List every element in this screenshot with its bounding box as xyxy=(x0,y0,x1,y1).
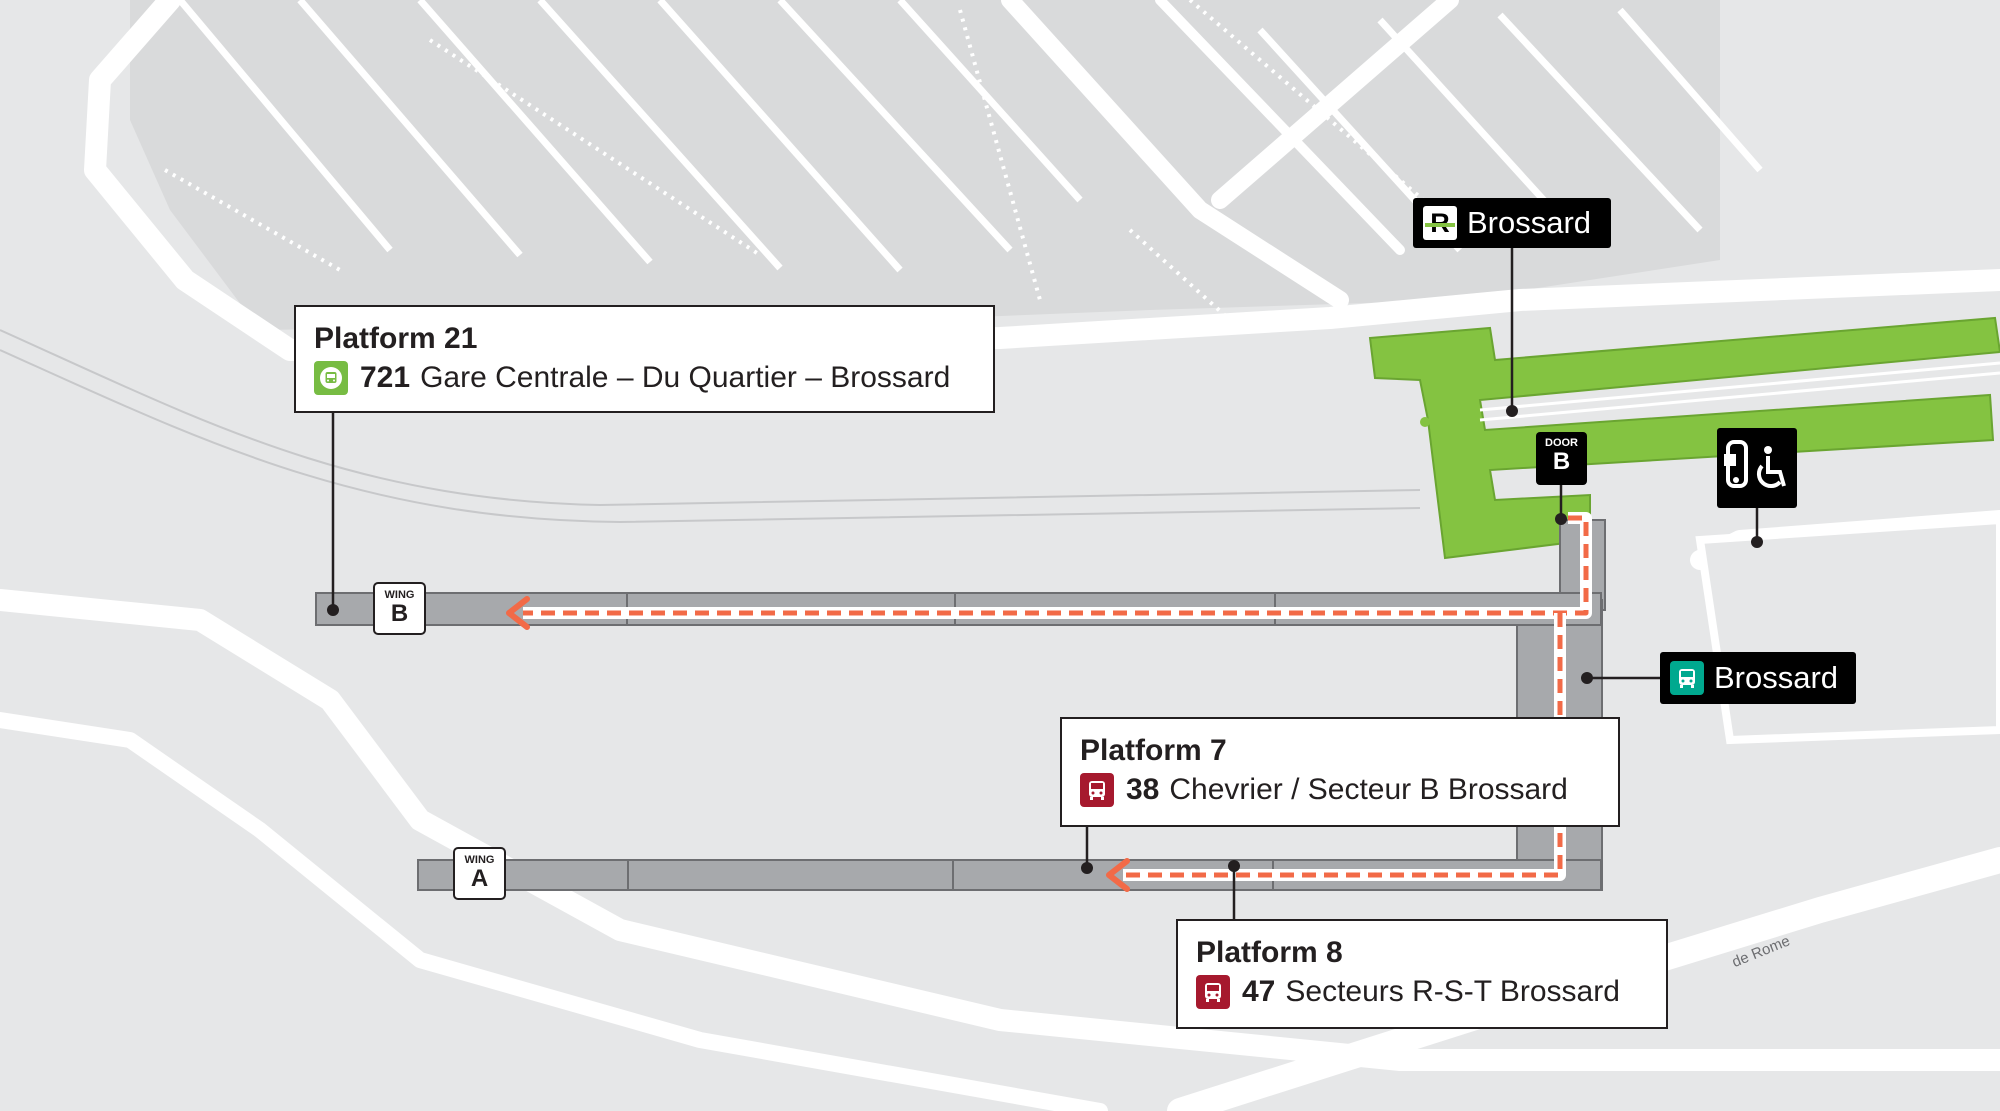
accessible-bus-icon xyxy=(1717,428,1797,508)
parking-stripes xyxy=(177,0,1763,273)
bus-terminal-icon xyxy=(1670,661,1704,695)
route-number: 38 xyxy=(1126,773,1160,806)
wing-a-marker: WING A xyxy=(453,847,506,900)
door-letter: B xyxy=(1552,448,1571,475)
rem-tracks xyxy=(1479,361,2000,422)
route-number: 721 xyxy=(360,361,411,394)
route-47: 47 Secteurs R-S-T Brossard xyxy=(1196,971,1648,1013)
platform-7-title: Platform 7 xyxy=(1080,734,1227,767)
route-721: 721 Gare Centrale – Du Quartier – Brossa… xyxy=(314,357,975,399)
bus-terminal-label: Brossard xyxy=(1714,660,1839,695)
wing-letter: B xyxy=(390,600,409,627)
route-name: Secteurs R-S-T Brossard xyxy=(1285,975,1620,1008)
bus-terminal-tag: Brossard xyxy=(1660,652,1856,704)
platform-8-callout: Platform 8 47 Secteurs R-S-T Brossard xyxy=(1176,919,1668,1029)
wing-letter: A xyxy=(470,865,489,892)
rem-logo-icon: R xyxy=(1423,206,1457,240)
rem-station-label: Brossard xyxy=(1467,205,1592,240)
platform-21-title: Platform 21 xyxy=(314,322,478,355)
platform-7-callout: Platform 7 38 Chevrier / Secteur B Bross… xyxy=(1060,717,1620,827)
leader-lines xyxy=(331,246,1759,920)
platform-8-title: Platform 8 xyxy=(1196,936,1343,969)
route-number: 47 xyxy=(1242,975,1276,1008)
leader-dots xyxy=(327,405,1763,874)
green-bus-icon xyxy=(314,361,348,395)
rail-lines xyxy=(0,329,1421,524)
rem-marker xyxy=(1420,417,1430,427)
wing-b-marker: WING B xyxy=(373,582,426,635)
parking-lot xyxy=(130,0,1720,330)
rem-station-tag: R Brossard xyxy=(1413,198,1611,248)
building-block xyxy=(1695,515,2000,745)
door-b-marker: DOOR B xyxy=(1536,432,1587,485)
route-name: Chevrier / Secteur B Brossard xyxy=(1169,773,1568,806)
red-bus-icon xyxy=(1080,773,1114,807)
walking-route xyxy=(523,512,1592,881)
wing-label: WING xyxy=(384,589,415,601)
rem-stripe xyxy=(1425,223,1455,227)
door-label: DOOR xyxy=(1545,437,1578,449)
route-arrows xyxy=(506,596,1130,892)
route-name: Gare Centrale – Du Quartier – Brossard xyxy=(420,361,951,394)
route-38: 38 Chevrier / Secteur B Brossard xyxy=(1080,769,1600,811)
wing-label: WING xyxy=(464,854,495,866)
red-bus-icon xyxy=(1196,975,1230,1009)
platform-21-callout: Platform 21 721 Gare Centrale – Du Quart… xyxy=(294,305,995,413)
